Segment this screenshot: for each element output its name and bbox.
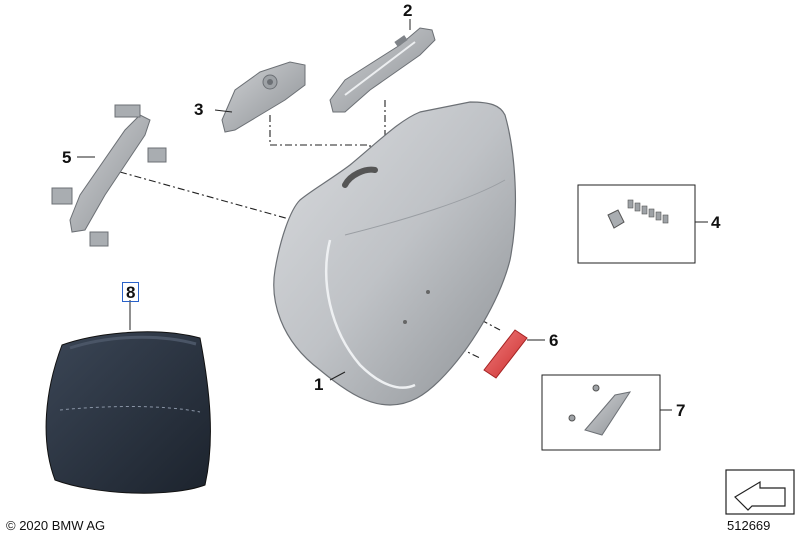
callout-4: 4 [711,213,721,232]
diagram-number: 512669 [727,518,771,533]
copyright-text: © 2020 BMW AG [6,518,106,533]
inner-bag [45,300,211,494]
red-reflector [483,329,545,379]
small-parts-box-7 [541,374,672,451]
carry-handle [329,27,436,113]
small-parts-box-4 [577,184,708,264]
callout-2: 2 [403,1,413,20]
callout-1: 1 [314,375,324,394]
callout-3: 3 [194,100,204,119]
side-case [273,101,517,406]
lock-cover [221,61,306,133]
callout-7: 7 [676,401,686,420]
mounting-bracket [51,104,167,247]
arrow-direction-icon [725,469,795,515]
callout-8-highlighted: 8 [122,282,140,302]
callout-6: 6 [549,331,559,350]
leader-lines [77,19,411,381]
callout-5: 5 [62,148,72,167]
